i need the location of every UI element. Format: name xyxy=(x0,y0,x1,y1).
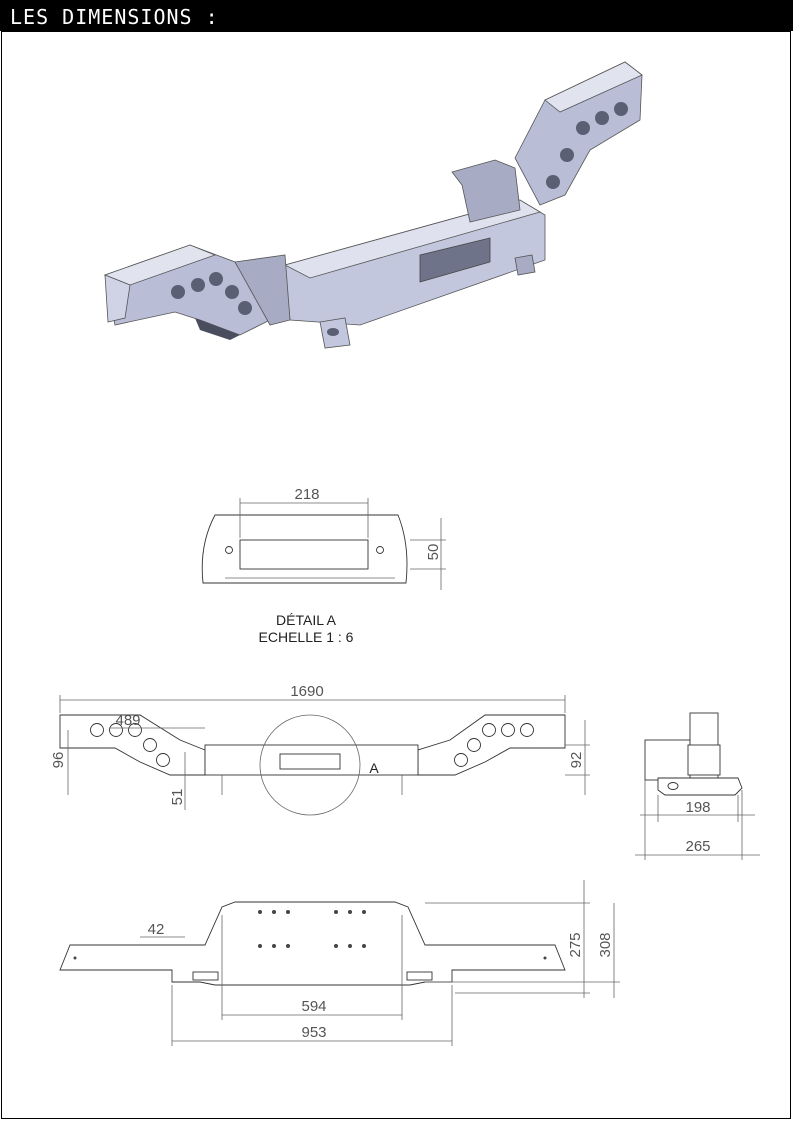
dim-top-small: 42 xyxy=(148,921,165,938)
dim-overall-length: 1690 xyxy=(290,683,323,700)
dim-depth-inner: 275 xyxy=(567,932,584,957)
dim-side-inner: 198 xyxy=(685,799,710,816)
dim-left-height: 96 xyxy=(50,752,67,769)
dim-right-height: 92 xyxy=(568,752,585,769)
front-view: 1690 489 96 92 51 A xyxy=(50,683,590,816)
header-title: LES DIMENSIONS : xyxy=(10,5,219,29)
dim-top-center: 489 xyxy=(115,712,140,729)
dim-detail-width: 218 xyxy=(294,486,319,503)
dim-side-outer: 265 xyxy=(685,838,710,855)
drawing-frame xyxy=(1,31,791,1119)
dim-depth-outer: 308 xyxy=(597,932,614,957)
dim-center-width: 594 xyxy=(301,998,326,1015)
side-view: 198 265 xyxy=(635,712,760,860)
detail-label-title: DÉTAIL A xyxy=(276,612,337,628)
top-view: 42 275 308 594 953 xyxy=(59,880,620,1046)
dim-lower-height: 51 xyxy=(169,789,186,806)
dim-mount-width: 953 xyxy=(301,1024,326,1041)
detail-a-view: 218 50 DÉTAIL A ECHELLE 1 : 6 xyxy=(201,486,446,645)
detail-marker: A xyxy=(369,760,379,776)
detail-label-scale: ECHELLE 1 : 6 xyxy=(259,629,354,645)
page-header: LES DIMENSIONS : xyxy=(0,0,793,31)
dim-detail-height: 50 xyxy=(425,544,442,561)
isometric-bumper-render xyxy=(103,61,643,349)
